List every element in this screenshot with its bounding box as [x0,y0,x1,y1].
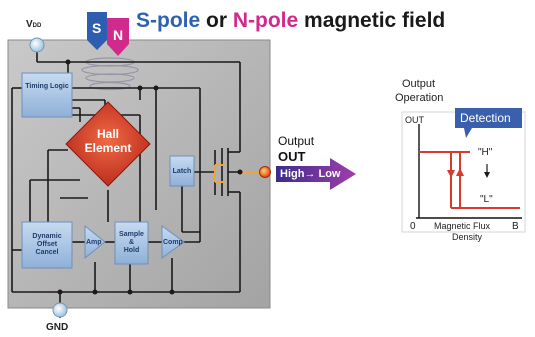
graph-title-line2: Operation [395,92,444,104]
sh-line3: Hold [123,247,140,255]
dynamic-offset-cancel-label: Dynamic Offset Cancel [22,233,72,257]
timing-logic-label: Timing Logic [25,83,69,90]
amp-triangle [84,224,106,260]
doc-line2: Offset [36,241,58,249]
magnet-s-label: S [92,20,102,36]
graph-y-axis-label: OUT [405,115,424,125]
sh-line1: Sample [119,231,144,238]
title-rest: magnetic field [304,9,446,32]
title-or: or [206,9,228,32]
hall-element-diamond [65,101,151,187]
vdd-pin [29,37,45,53]
graph-x-end-label: B [512,221,519,232]
gnd-label: GND [46,322,69,333]
gnd-pin [52,302,68,318]
comp-triangle [161,225,185,259]
sample-hold-block [114,221,149,265]
graph-high-label: "H" [478,147,493,158]
sample-hold-label: Sample & Hold [115,231,148,255]
graph-x-axis-line2: Density [452,232,483,242]
detection-callout [455,108,522,138]
latch-label: Latch [172,168,192,175]
out-label: OUT [278,149,306,164]
timing-logic-block [21,72,73,118]
amp-label: Amp [86,239,102,246]
detection-label: Detection [460,111,511,125]
sh-line2: & [128,239,135,247]
title: S-pole or N-pole magnetic field [136,10,445,31]
dynamic-offset-cancel-block [21,221,73,269]
magnet-n-label: N [113,27,124,43]
graph-origin-label: 0 [410,221,416,232]
hall-label-line2: Element [84,140,132,155]
junction-dots [57,59,243,295]
out-pin [259,166,271,178]
vdd-label: VDD [26,19,41,30]
magnet-icon [87,12,129,56]
graph-low-label: "L" [480,194,493,205]
hall-label-line1: Hall [96,127,119,141]
doc-line3: Cancel [35,249,59,257]
doc-line1: Dynamic [32,233,62,240]
vdd-label-main: V [26,19,33,30]
output-label: Output [278,134,315,148]
latch-block [169,155,195,187]
output-traces [214,164,262,183]
comp-label: Comp [163,239,183,246]
output-arrow-text: High→ Low [280,168,341,180]
output-arrow [276,158,356,190]
circuit-wires [11,52,262,318]
output-graph [401,108,526,233]
magnetic-field-waves [81,57,139,91]
graph-title-line1: Output [402,78,436,90]
title-s-pole: S-pole [136,9,201,32]
graph-x-axis-line1: Magnetic Flux [434,221,491,231]
title-n-pole: N-pole [232,9,299,32]
hall-element-label: Hall Element [76,127,140,156]
vdd-label-sub: DD [32,23,42,29]
